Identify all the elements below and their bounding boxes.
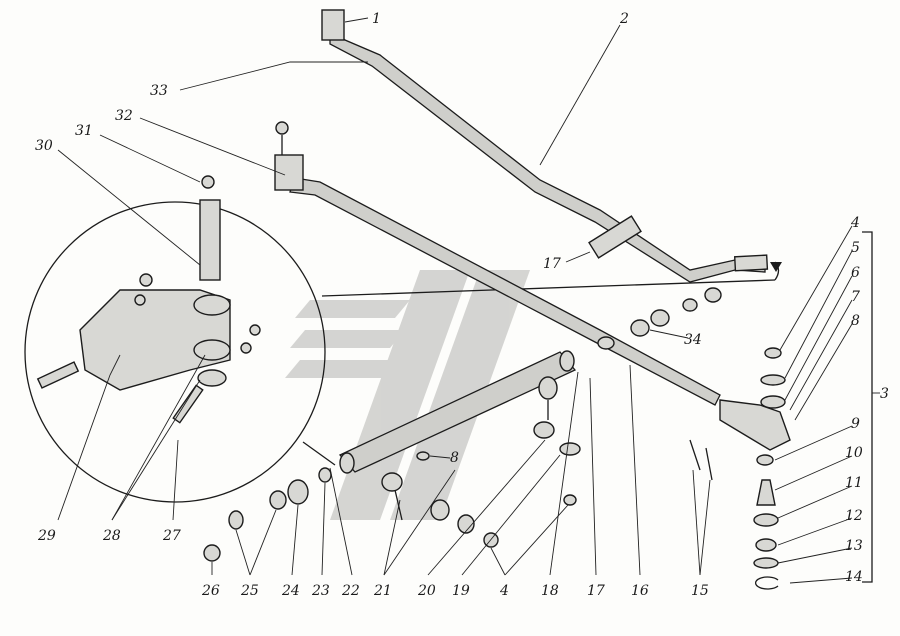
callout-20: 20 (417, 583, 436, 599)
leader-lines (57, 17, 880, 584)
group-bracket (862, 231, 873, 583)
callout-34: 34 (684, 332, 702, 348)
callout-8-right: 8 (851, 313, 860, 329)
callout-2: 2 (619, 11, 629, 27)
callout-9: 9 (851, 416, 860, 432)
tie-rod (274, 121, 721, 406)
ball-joint-parts (597, 287, 791, 590)
callout-4-right: 4 (850, 215, 860, 231)
callout-7: 7 (851, 289, 860, 305)
callout-32: 32 (115, 108, 133, 124)
callout-18: 18 (541, 583, 559, 599)
callout-16: 16 (631, 583, 649, 599)
callout-26: 26 (201, 583, 220, 599)
callout-4-bottom: 4 (499, 583, 509, 599)
callout-17-bottom: 17 (587, 583, 605, 599)
callout-6: 6 (851, 265, 860, 281)
drag-link-rod (321, 9, 769, 283)
callout-labels: 1 2 33 32 31 30 17 34 8 4 5 6 7 8 3 9 10… (35, 11, 889, 599)
callout-11: 11 (845, 475, 863, 491)
callout-14: 14 (845, 569, 863, 585)
callout-28: 28 (102, 528, 121, 544)
callout-3: 3 (880, 386, 889, 402)
detail-pointer-line (321, 279, 776, 297)
callout-1: 1 (372, 11, 381, 27)
callout-25: 25 (240, 583, 259, 599)
tie-rod-tube (338, 350, 577, 474)
callout-5: 5 (851, 240, 860, 256)
callout-30: 30 (35, 138, 53, 154)
detail-circle (24, 201, 326, 503)
callout-33: 33 (150, 83, 168, 99)
callout-10: 10 (845, 445, 863, 461)
callout-12: 12 (845, 508, 863, 524)
callout-13: 13 (845, 538, 863, 554)
small-parts (203, 376, 581, 562)
callout-24: 24 (281, 583, 300, 599)
callout-27: 27 (162, 528, 181, 544)
callout-23: 23 (311, 583, 330, 599)
callout-21: 21 (373, 583, 392, 599)
callout-19: 19 (452, 583, 470, 599)
callout-29: 29 (37, 528, 56, 544)
callout-15: 15 (691, 583, 709, 599)
callout-22: 22 (341, 583, 360, 599)
callout-31: 31 (75, 123, 93, 139)
callout-17-upper: 17 (543, 256, 561, 272)
steering-arm-assembly (36, 175, 261, 424)
callout-8-middle: 8 (450, 450, 459, 466)
